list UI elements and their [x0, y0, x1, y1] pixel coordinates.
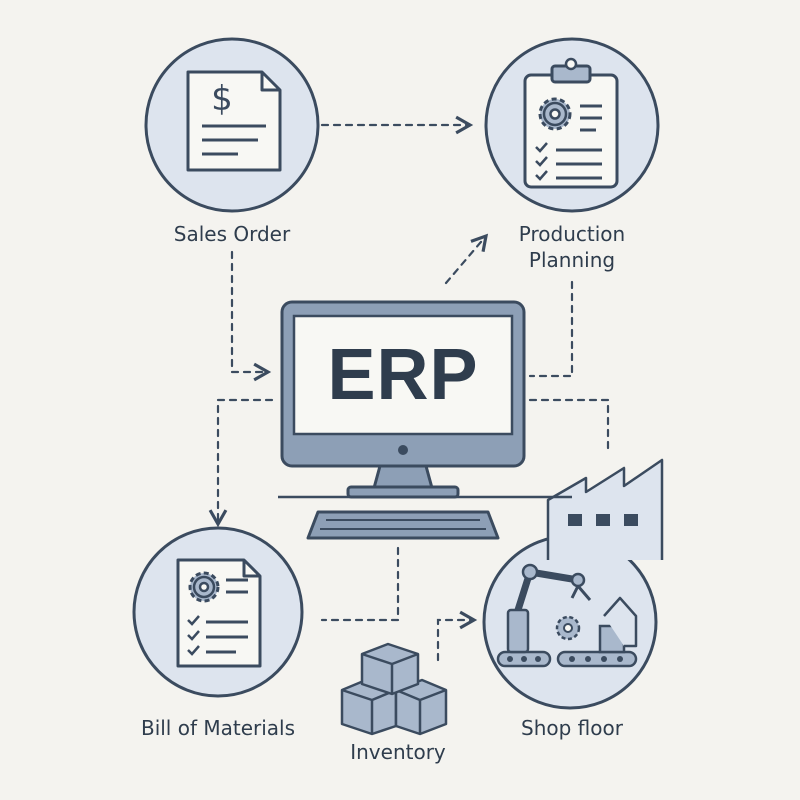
connector-erp-to-bom	[208, 398, 274, 528]
connector-erp-to-factory	[528, 398, 610, 454]
inventory-label: Inventory	[350, 740, 446, 764]
bill-of-materials-label: Bill of Materials	[140, 716, 296, 740]
sales-order-label: Sales Order	[173, 222, 291, 246]
document-gear-checklist-icon	[176, 558, 262, 668]
connector-production-to-erp	[528, 280, 574, 378]
connector-erp-to-production	[444, 233, 489, 285]
connector-sales-to-erp	[230, 250, 272, 382]
production-planning-label: Production Planning	[492, 221, 652, 273]
svg-text:$: $	[211, 79, 233, 119]
monitor-stand	[372, 464, 434, 490]
clipboard-gear-icon	[523, 57, 619, 189]
factory-icon	[546, 458, 664, 560]
invoice-dollar-icon: $	[186, 70, 282, 172]
production-planning-node	[484, 37, 660, 213]
production-planning-label-line1: Production	[518, 222, 626, 246]
connector-inventory-to-shopfloor	[436, 610, 478, 662]
erp-label: ERP	[327, 335, 479, 415]
erp-computer	[278, 300, 572, 540]
shop-floor-node	[482, 534, 658, 710]
stacked-boxes-icon	[340, 642, 448, 736]
bill-of-materials-node	[132, 526, 304, 698]
shop-floor-label: Shop floor	[521, 716, 623, 740]
sales-order-node: $	[144, 37, 320, 213]
connector-keyboard-to-inventory	[320, 546, 400, 622]
production-planning-label-line2: Planning	[528, 248, 616, 272]
keyboard	[306, 510, 500, 540]
robot-arm-conveyor-icon	[496, 563, 638, 668]
monitor-screen	[292, 314, 514, 436]
